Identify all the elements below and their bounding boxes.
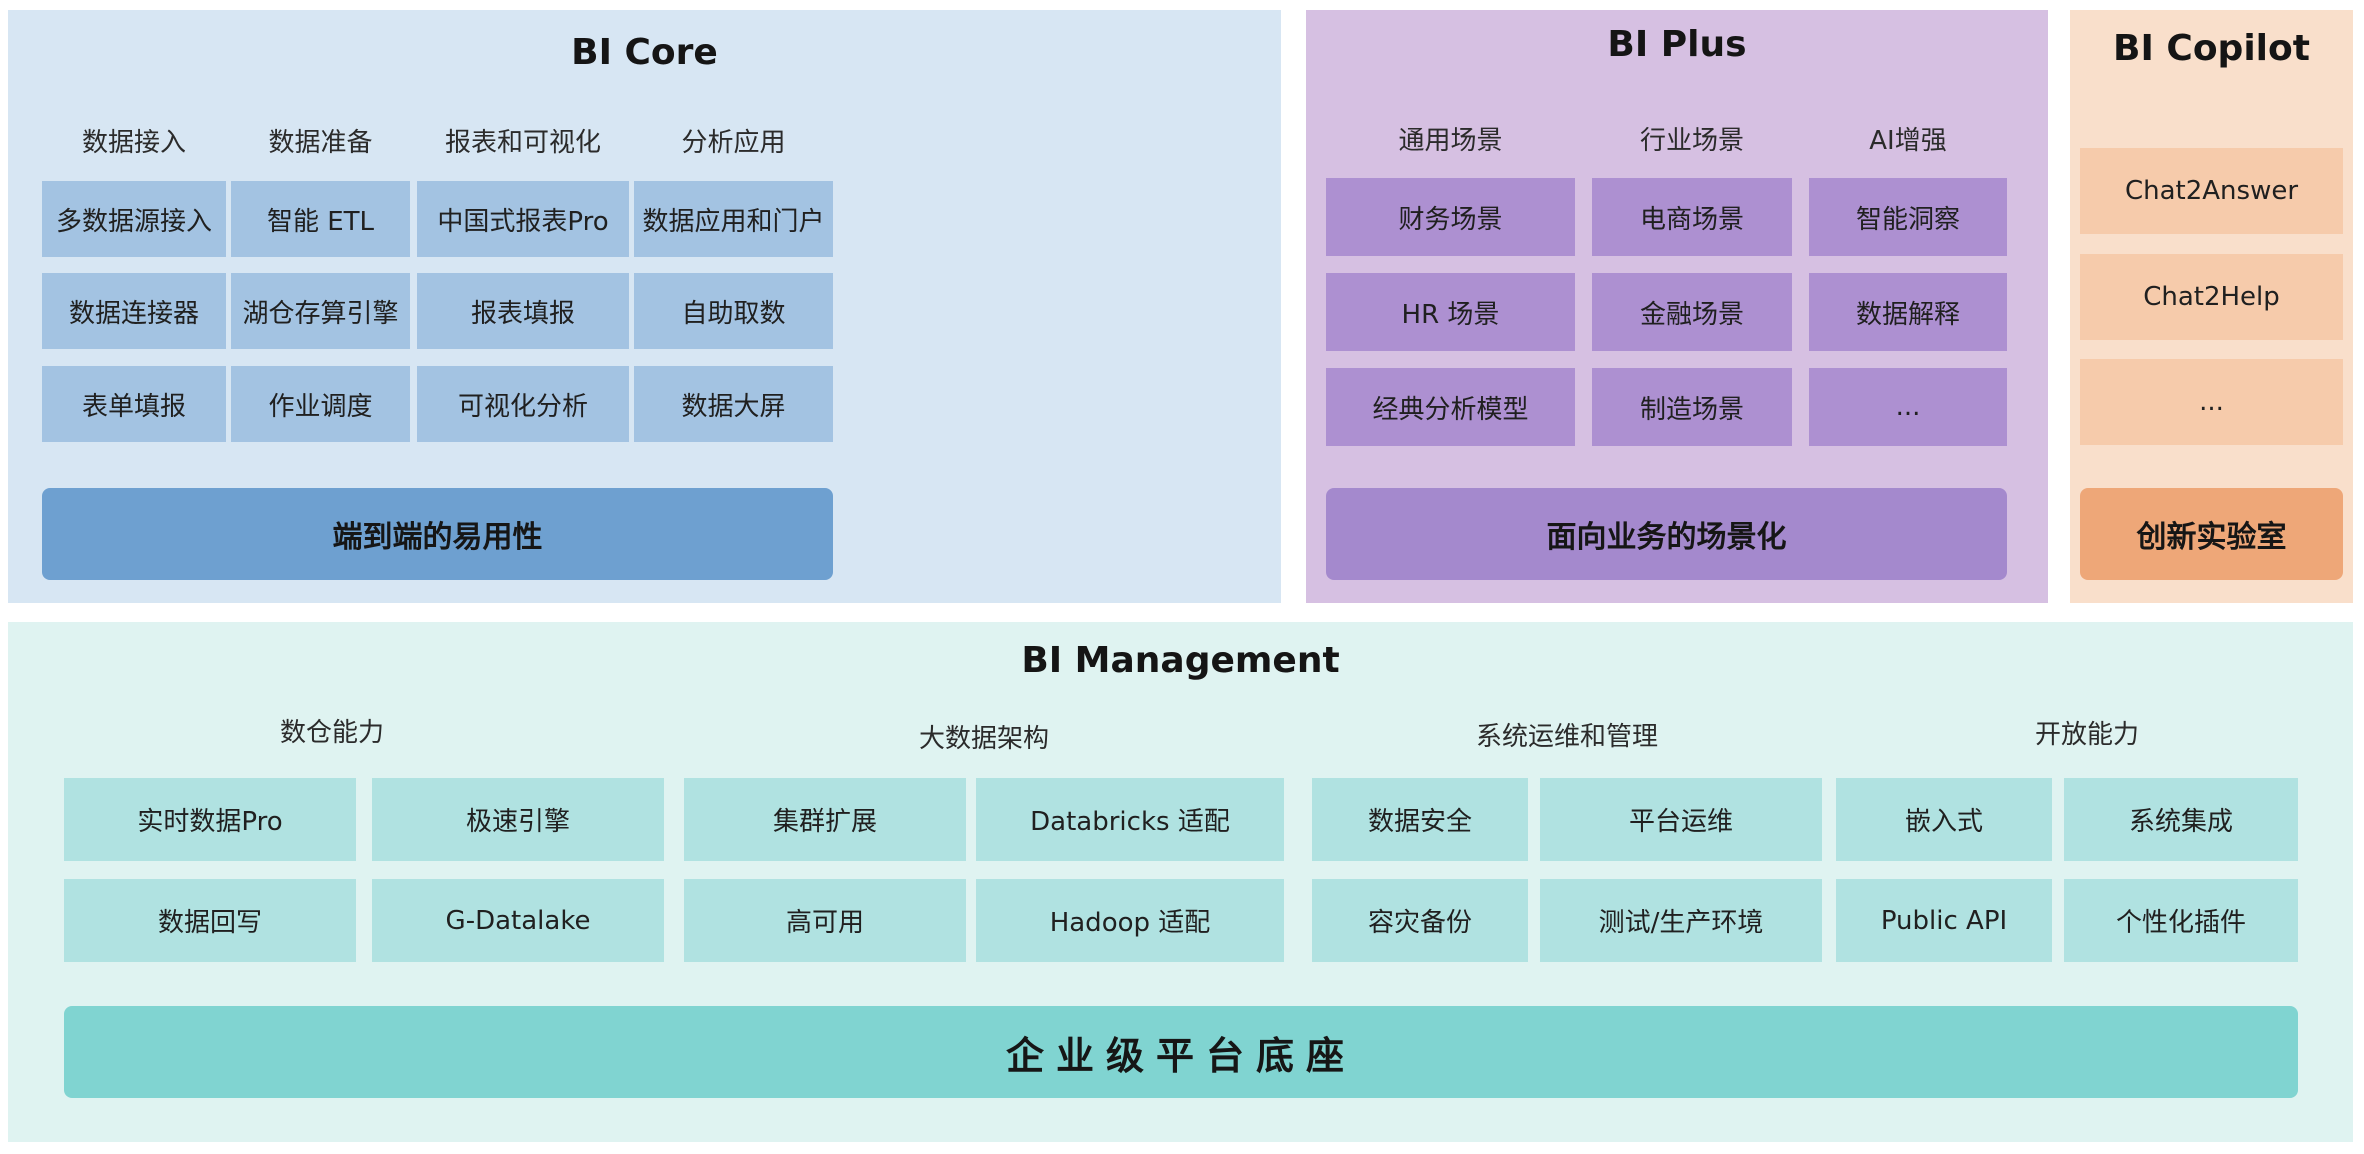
- copilot-cell: Chat2Answer: [2080, 148, 2343, 234]
- plus-cell: 经典分析模型: [1326, 368, 1575, 446]
- plus-cell: 财务场景: [1326, 178, 1575, 256]
- mgmt-header-bigdata: 大数据架构: [918, 724, 1049, 754]
- mgmt-cell: 嵌入式: [1836, 778, 2052, 861]
- mgmt-cell: G-Datalake: [372, 879, 664, 962]
- mgmt-header-ops: 系统运维和管理: [1475, 722, 1658, 752]
- mgmt-cell: Databricks 适配: [976, 778, 1284, 861]
- mgmt-cell: 平台运维: [1540, 778, 1822, 861]
- plus-foundation-bar: 面向业务的场景化: [1326, 488, 2007, 580]
- core-cell: 可视化分析: [417, 366, 629, 442]
- plus-cell: 智能洞察: [1809, 178, 2007, 256]
- plus-cell: 制造场景: [1592, 368, 1792, 446]
- copilot-foundation-bar: 创新实验室: [2080, 488, 2343, 580]
- core-cell: 报表填报: [417, 273, 629, 349]
- bi-copilot-title: BI Copilot: [2113, 28, 2310, 69]
- mgmt-cell: 容灾备份: [1312, 879, 1528, 962]
- core-cell: 自助取数: [634, 273, 833, 349]
- bi-core-title: BI Core: [571, 32, 718, 73]
- mgmt-cell: 数据回写: [64, 879, 356, 962]
- core-cell: 数据大屏: [634, 366, 833, 442]
- plus-header-ai: AI增强: [1869, 126, 1947, 156]
- bi-plus-panel: BI Plus 通用场景 行业场景 AI增强 财务场景 HR 场景 经典分析模型…: [1306, 10, 2048, 603]
- mgmt-cell: 集群扩展: [684, 778, 966, 861]
- bi-copilot-panel: BI Copilot Chat2Answer Chat2Help ... 创新实…: [2070, 10, 2353, 603]
- bi-core-panel: BI Core 数据接入 数据准备 报表和可视化 分析应用 多数据源接入 数据连…: [8, 10, 1281, 603]
- plus-cell: HR 场景: [1326, 273, 1575, 351]
- core-cell: 表单填报: [42, 366, 226, 442]
- core-header-data-access: 数据接入: [81, 128, 186, 158]
- core-cell: 数据连接器: [42, 273, 226, 349]
- core-cell: 数据应用和门户: [634, 181, 833, 257]
- core-cell: 作业调度: [231, 366, 410, 442]
- mgmt-cell: 实时数据Pro: [64, 778, 356, 861]
- core-cell: 中国式报表Pro: [417, 181, 629, 257]
- copilot-cell: Chat2Help: [2080, 254, 2343, 340]
- bi-management-title: BI Management: [1021, 640, 1340, 681]
- mgmt-cell: 数据安全: [1312, 778, 1528, 861]
- plus-header-industry: 行业场景: [1639, 126, 1744, 156]
- plus-cell: 金融场景: [1592, 273, 1792, 351]
- plus-cell: 数据解释: [1809, 273, 2007, 351]
- bi-management-panel: BI Management 数仓能力 大数据架构 系统运维和管理 开放能力 实时…: [8, 622, 2353, 1142]
- mgmt-cell: Hadoop 适配: [976, 879, 1284, 962]
- mgmt-cell: Public API: [1836, 879, 2052, 962]
- copilot-cell: ...: [2080, 359, 2343, 445]
- mgmt-cell: 极速引擎: [372, 778, 664, 861]
- bi-plus-title: BI Plus: [1607, 24, 1747, 65]
- plus-cell: ...: [1809, 368, 2007, 446]
- core-header-analytics: 分析应用: [681, 128, 786, 158]
- plus-cell: 电商场景: [1592, 178, 1792, 256]
- core-header-data-prep: 数据准备: [268, 128, 373, 158]
- core-cell: 湖仓存算引擎: [231, 273, 410, 349]
- core-cell: 智能 ETL: [231, 181, 410, 257]
- core-cell: 多数据源接入: [42, 181, 226, 257]
- core-foundation-bar: 端到端的易用性: [42, 488, 833, 580]
- mgmt-cell: 系统集成: [2064, 778, 2298, 861]
- mgmt-header-open: 开放能力: [2034, 720, 2139, 750]
- mgmt-foundation-bar: 企业级平台底座: [64, 1006, 2298, 1098]
- mgmt-cell: 测试/生产环境: [1540, 879, 1822, 962]
- plus-header-general: 通用场景: [1398, 126, 1503, 156]
- mgmt-header-warehouse: 数仓能力: [279, 718, 384, 748]
- mgmt-cell: 高可用: [684, 879, 966, 962]
- core-header-reporting: 报表和可视化: [444, 128, 601, 158]
- mgmt-cell: 个性化插件: [2064, 879, 2298, 962]
